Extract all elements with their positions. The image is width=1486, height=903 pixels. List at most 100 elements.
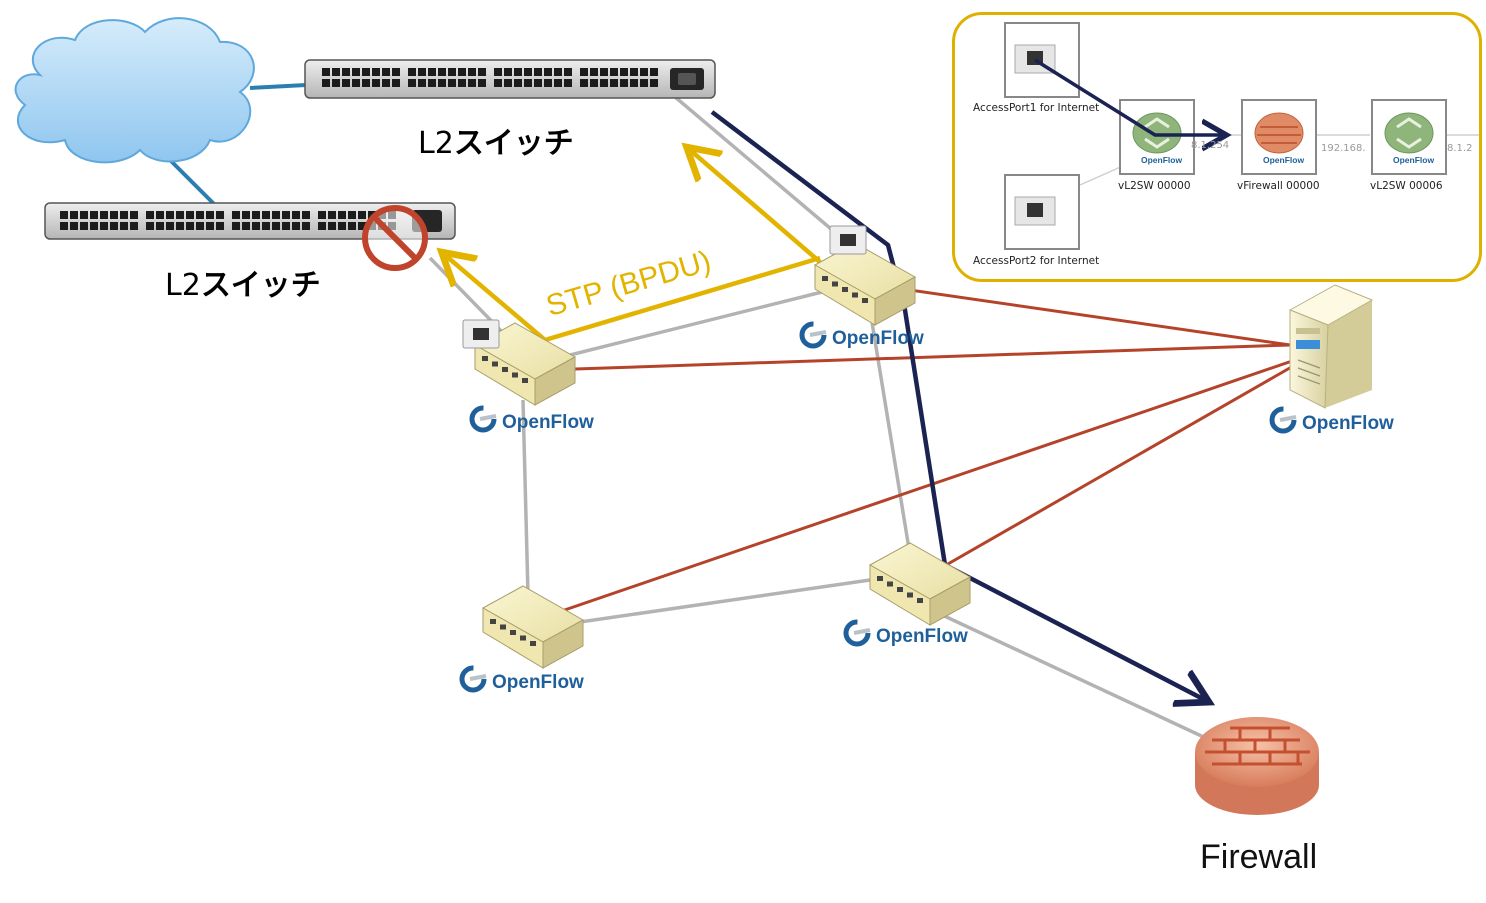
openflow-ring-icon — [458, 664, 488, 694]
openflow-switch — [473, 322, 577, 406]
openflow-text: OpenFlow — [876, 626, 968, 647]
rack-port — [146, 222, 154, 230]
rack-port — [504, 68, 512, 76]
access-port-icon-1 — [462, 319, 500, 349]
vfirewall-label: vFirewall 00000 — [1237, 180, 1320, 192]
rack-port — [358, 211, 366, 219]
rack-port — [110, 211, 118, 219]
rack-port — [252, 211, 260, 219]
rack-port — [328, 222, 336, 230]
rack-port — [318, 222, 326, 230]
data-path — [710, 110, 1205, 700]
rack-port — [302, 211, 310, 219]
rack-port — [534, 79, 542, 87]
rack-port — [650, 79, 658, 87]
rack-port — [216, 211, 224, 219]
access-port-icon-2 — [829, 225, 867, 255]
rack-port — [166, 211, 174, 219]
rack-port — [620, 68, 628, 76]
vfirewall-node — [1241, 99, 1317, 175]
openflow-logo: OpenFlow — [468, 402, 594, 436]
rack-port — [100, 222, 108, 230]
rack-port — [272, 222, 280, 230]
rack-port — [80, 211, 88, 219]
switch-port — [842, 287, 848, 292]
rack-port — [534, 68, 542, 76]
rack-port — [372, 68, 380, 76]
rack-port — [252, 222, 260, 230]
rack-port — [100, 211, 108, 219]
switch-port — [887, 581, 893, 587]
firewall-label: Firewall — [1200, 838, 1318, 876]
openflow-logo: OpenFlow — [842, 616, 968, 650]
rack-port — [342, 68, 350, 76]
l2-prefix: L2 — [165, 268, 201, 303]
rack-port — [600, 79, 608, 87]
rack-port — [408, 79, 416, 87]
rack-port — [130, 222, 138, 230]
switch-port — [510, 630, 516, 635]
switch-port — [530, 641, 536, 646]
rack-port — [630, 68, 638, 76]
rack-port — [338, 222, 346, 230]
rack-port — [610, 68, 618, 76]
openflow-ring-icon — [798, 320, 828, 350]
rack-port — [338, 211, 346, 219]
openflow-mini-label: OpenFlow — [1263, 155, 1305, 165]
rack-port — [514, 79, 522, 87]
rack-port — [458, 79, 466, 87]
rack-port — [328, 211, 336, 219]
rack-port — [70, 211, 78, 219]
rack-port — [494, 68, 502, 76]
rack-port — [342, 79, 350, 87]
vl2sw-a-node — [1119, 99, 1195, 175]
rack-port — [292, 211, 300, 219]
rack-port — [206, 211, 214, 219]
rack-port — [322, 79, 330, 87]
rack-port — [620, 79, 628, 87]
rack-port — [630, 79, 638, 87]
switch-port — [502, 367, 508, 372]
switch-port — [492, 361, 498, 367]
rack-port — [600, 68, 608, 76]
switch-port — [877, 576, 883, 581]
rack-port — [322, 68, 330, 76]
openflow-controller-server — [1288, 284, 1374, 409]
access-port1-label: AccessPort1 for Internet — [973, 102, 1100, 114]
virtual-network-inset: AccessPort1 for Internet AccessPort2 for… — [952, 12, 1482, 282]
rack-port — [216, 222, 224, 230]
internet-cloud — [14, 17, 255, 164]
openflow-text: OpenFlow — [492, 672, 584, 693]
rack-port — [90, 222, 98, 230]
access-port1-node — [1004, 22, 1080, 98]
openflow-text: OpenFlow — [1302, 413, 1394, 434]
rack-port — [120, 211, 128, 219]
openflow-text: OpenFlow — [502, 412, 594, 433]
switch-port — [822, 276, 828, 281]
switch-face — [542, 619, 584, 669]
switch-port — [832, 281, 838, 287]
rack-port — [146, 211, 154, 219]
openflow-logo: OpenFlow — [798, 318, 924, 352]
rack-port — [332, 79, 340, 87]
rack-port — [362, 68, 370, 76]
rack-port — [272, 211, 280, 219]
rack-port — [176, 211, 184, 219]
rack-port — [468, 79, 476, 87]
rack-port — [640, 79, 648, 87]
openflow-switch — [813, 242, 917, 326]
rack-port — [282, 222, 290, 230]
switch-face — [874, 276, 916, 326]
openflow-ring-icon — [842, 618, 872, 648]
rack-port — [448, 68, 456, 76]
rack-port — [564, 79, 572, 87]
rack-port — [176, 222, 184, 230]
l2-switch-left-label: L2スイッチ — [165, 260, 321, 304]
rack-port — [352, 68, 360, 76]
rack-port — [232, 211, 240, 219]
rack-port — [206, 222, 214, 230]
rack-port — [232, 222, 240, 230]
rack-port — [428, 79, 436, 87]
rack-port — [504, 79, 512, 87]
rack-port — [166, 222, 174, 230]
